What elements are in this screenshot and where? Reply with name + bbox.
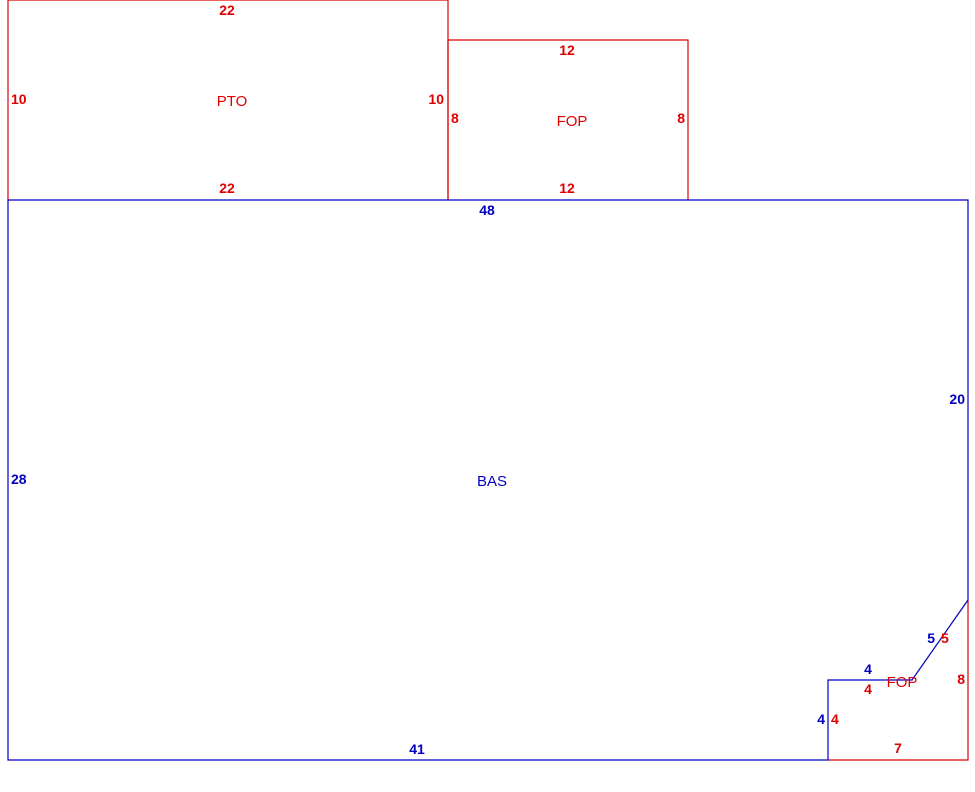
fop-corner-dim-bottom: 7 (894, 740, 902, 756)
bas-dim-diagonal: 5 (927, 630, 935, 646)
fop-top-name: FOP (557, 113, 588, 130)
fop-top-outline (447, 39, 689, 200)
pto-name: PTO (217, 93, 248, 110)
fop-corner-dim-right: 8 (957, 671, 965, 687)
pto-dim-right: 10 (428, 91, 444, 107)
bas-dim-top: 48 (479, 202, 495, 218)
fop-corner-dim-left: 4 (831, 711, 839, 727)
fop-corner-dim-top: 4 (864, 681, 872, 697)
fop-corner-name: FOP (887, 674, 918, 691)
bas-dim-notch-vertical: 4 (817, 711, 825, 727)
fop-top-area (447, 39, 689, 200)
bas-area (7, 199, 969, 761)
pto-dim-bottom: 22 (219, 180, 235, 196)
bas-name: BAS (477, 473, 507, 490)
fop-corner-outline (828, 600, 969, 761)
fop-top-dim-top: 12 (559, 42, 575, 58)
bas-dim-right: 20 (949, 391, 965, 407)
bas-outline (7, 199, 969, 761)
pto-dim-top: 22 (219, 2, 235, 18)
pto-dim-left: 10 (11, 91, 27, 107)
fop-top-dim-bottom: 12 (559, 180, 575, 196)
bas-dim-notch-horizontal: 4 (864, 661, 872, 677)
fop-corner-area (828, 600, 969, 761)
fop-corner-dim-diagonal: 5 (941, 630, 949, 646)
fop-top-dim-right: 8 (677, 110, 685, 126)
bas-dim-left: 28 (11, 471, 27, 487)
bas-dim-bottom: 41 (409, 741, 425, 757)
fop-top-dim-left: 8 (451, 110, 459, 126)
